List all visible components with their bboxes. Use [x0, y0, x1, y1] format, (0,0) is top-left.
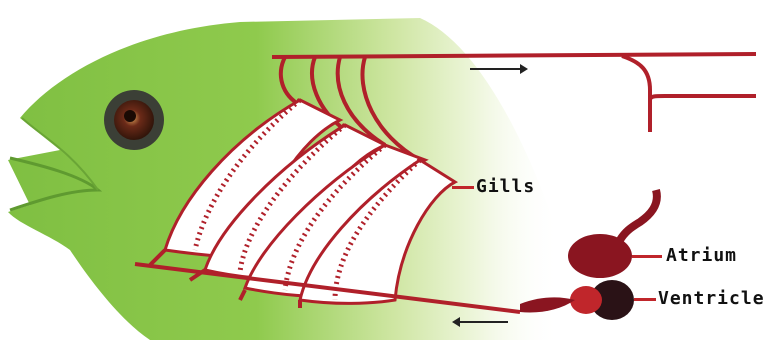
- aorta-branch: [622, 56, 650, 132]
- atrium-chamber: [568, 234, 632, 278]
- sinus-vein: [620, 190, 657, 240]
- ventricle-leader: [634, 298, 656, 301]
- fish-eye: [104, 90, 164, 150]
- gills-label: Gills: [476, 176, 535, 197]
- atrium-label: Atrium: [666, 245, 737, 266]
- gills-leader: [452, 186, 474, 189]
- atrium-leader: [632, 255, 662, 258]
- ventricle-label: Ventricle: [658, 288, 765, 309]
